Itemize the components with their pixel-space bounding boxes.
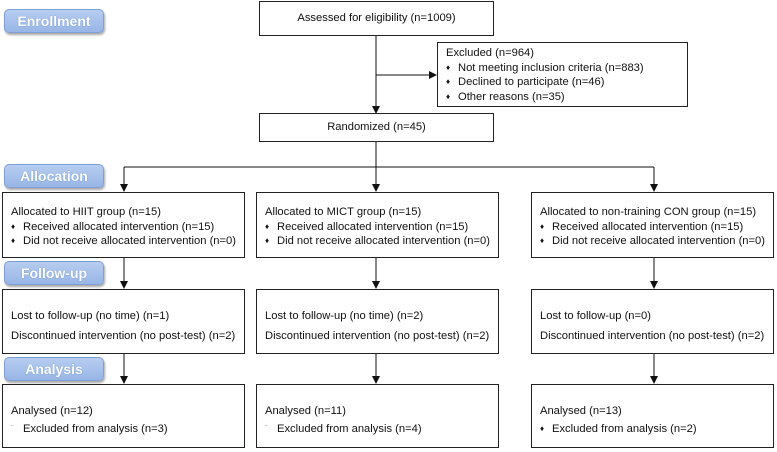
assessed-text: Assessed for eligibility (n=1009) <box>297 12 456 25</box>
followup-con-lost: Lost to follow-up (n=0) <box>540 310 652 322</box>
followup-hiit-lost: Lost to follow-up (no time) (n=1) <box>11 310 170 322</box>
followup-hiit-discontinued: Discontinued intervention (no post-test)… <box>11 329 236 342</box>
allocation-mict-item-0: ♦Received allocated intervention (n=15) <box>265 220 469 233</box>
analysis-hiit-title: Analysed (n=12) <box>11 405 93 417</box>
allocation-box-hiit: Allocated to HIIT group (n=15) ♦Received… <box>2 192 245 258</box>
allocation-con-item-0: ♦Received allocated intervention (n=15) <box>540 220 744 233</box>
stage-label-allocation: Allocation <box>4 164 104 188</box>
analysis-con-title: Analysed (n=13) <box>540 405 622 417</box>
analysis-mict-title: Analysed (n=11) <box>265 405 346 417</box>
diamond-bullet-icon: ♦ <box>11 221 16 231</box>
analysis-box-con: Analysed (n=13) ♦Excluded from analysis … <box>531 384 774 448</box>
followup-mict-discontinued: Discontinued intervention (no post-test)… <box>265 329 490 342</box>
diamond-bullet-icon: ♦ <box>11 236 16 246</box>
allocation-con-item-1: ♦Did not receive allocated intervention … <box>540 235 765 248</box>
allocation-box-mict: Allocated to MICT group (n=15) ♦Received… <box>256 192 499 258</box>
faint-bullet-icon: ¨ <box>11 423 14 433</box>
diamond-bullet-icon: ♦ <box>446 91 451 101</box>
analysis-box-mict: Analysed (n=11) ¨Excluded from analysis … <box>256 384 499 448</box>
stage-label-analysis: Analysis <box>4 357 104 381</box>
followup-con-discontinued: Discontinued intervention (no post-test)… <box>540 329 765 342</box>
analysis-hiit-excluded: ¨Excluded from analysis (n=3) <box>11 422 168 435</box>
analysis-box-hiit: Analysed (n=12) ¨Excluded from analysis … <box>2 384 245 448</box>
randomized-text: Randomized (n=45) <box>327 121 426 134</box>
analysis-con-excluded: ♦Excluded from analysis (n=2) <box>540 422 697 435</box>
diamond-bullet-icon: ♦ <box>540 423 545 433</box>
excluded-box: Excluded (n=964) ♦Not meeting inclusion … <box>437 42 688 107</box>
stage-label-followup: Follow-up <box>4 261 104 285</box>
analysis-mict-excluded: ¨Excluded from analysis (n=4) <box>265 422 422 435</box>
diamond-bullet-icon: ♦ <box>446 77 451 87</box>
excluded-item-2: ♦Other reasons (n=35) <box>446 90 565 103</box>
diamond-bullet-icon: ♦ <box>540 236 545 246</box>
allocation-hiit-item-1: ♦Did not receive allocated intervention … <box>11 235 236 248</box>
allocation-mict-title: Allocated to MICT group (n=15) <box>265 206 422 218</box>
followup-mict-lost: Lost to follow-up (no time) (n=2) <box>265 310 424 322</box>
followup-box-mict: Lost to follow-up (no time) (n=2) Discon… <box>256 289 499 354</box>
allocation-box-con: Allocated to non-training CON group (n=1… <box>531 192 774 258</box>
excluded-title: Excluded (n=964) <box>446 47 535 59</box>
diamond-bullet-icon: ♦ <box>265 236 270 246</box>
diamond-bullet-icon: ♦ <box>446 62 451 72</box>
diamond-bullet-icon: ♦ <box>265 221 270 231</box>
allocation-mict-item-1: ♦Did not receive allocated intervention … <box>265 235 490 248</box>
followup-box-con: Lost to follow-up (n=0) Discontinued int… <box>531 289 774 354</box>
excluded-item-1: ♦Declined to participate (n=46) <box>446 76 605 89</box>
randomized-box: Randomized (n=45) <box>259 113 494 142</box>
allocation-hiit-item-0: ♦Received allocated intervention (n=15) <box>11 220 215 233</box>
allocation-hiit-title: Allocated to HIIT group (n=15) <box>11 206 161 218</box>
stage-label-enrollment: Enrollment <box>4 9 104 33</box>
assessed-box: Assessed for eligibility (n=1009) <box>259 1 494 36</box>
diamond-bullet-icon: ♦ <box>540 221 545 231</box>
allocation-con-title: Allocated to non-training CON group (n=1… <box>540 206 757 218</box>
followup-box-hiit: Lost to follow-up (no time) (n=1) Discon… <box>2 289 245 354</box>
faint-bullet-icon: ¨ <box>265 423 268 433</box>
excluded-item-0: ♦Not meeting inclusion criteria (n=883) <box>446 61 644 74</box>
